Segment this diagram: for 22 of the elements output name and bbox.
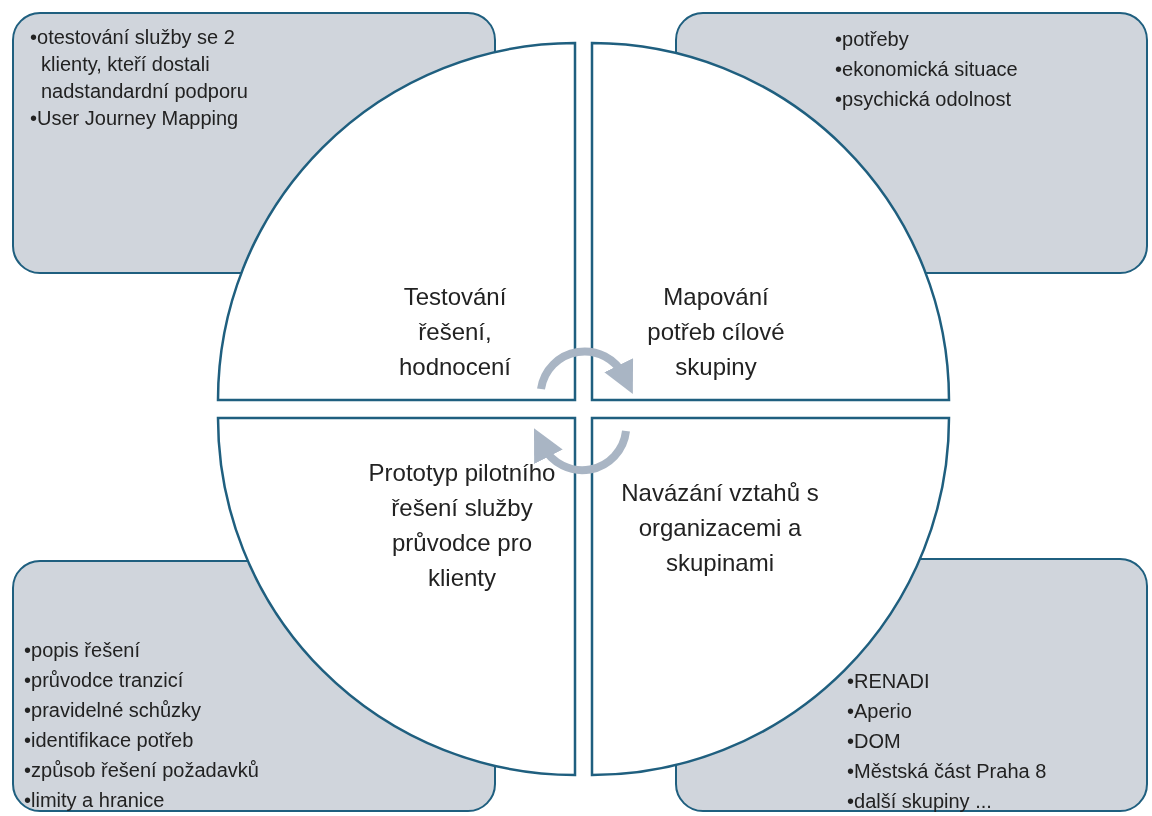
bullet-item: •další skupiny ... <box>847 789 993 814</box>
bullet-item: •pravidelné schůzky <box>24 698 203 723</box>
bullet-item: •popis řešení <box>24 638 141 663</box>
phase-label: Mapování potřeb cílové skupiny <box>646 282 786 382</box>
bullet-item: •potřeby <box>835 27 910 52</box>
bullet-item: •průvodce tranzicí <box>24 668 185 693</box>
bullet-item: •User Journey Mapping <box>30 106 240 131</box>
bullet-item: •ekonomická situace <box>835 57 1019 82</box>
cycle-arrow <box>537 347 634 394</box>
bullet-item: •limity a hranice <box>24 788 166 813</box>
phase-label: Testování řešení, hodnocení <box>397 282 513 382</box>
phase-label: Navázání vztahů s organizacemi a skupinami <box>620 478 820 578</box>
phase-label: Prototyp pilotního řešení služby průvodce pro klienty <box>367 458 557 593</box>
bullet-item: •Aperio <box>847 699 913 724</box>
bullet-item: •RENADI <box>847 669 931 694</box>
bullet-item: •otestování služby se 2 klienty, kteří dostali nadstandardní podporu <box>30 25 249 104</box>
bullet-item: •Městská část Praha 8 <box>847 759 1048 784</box>
bullet-item: •psychická odolnost <box>835 87 1012 112</box>
bullet-item: •způsob řešení požadavků <box>24 758 260 783</box>
cycle-arrow <box>532 428 630 475</box>
bullet-item: •DOM <box>847 729 902 754</box>
bullet-item: •identifikace potřeb <box>24 728 195 753</box>
